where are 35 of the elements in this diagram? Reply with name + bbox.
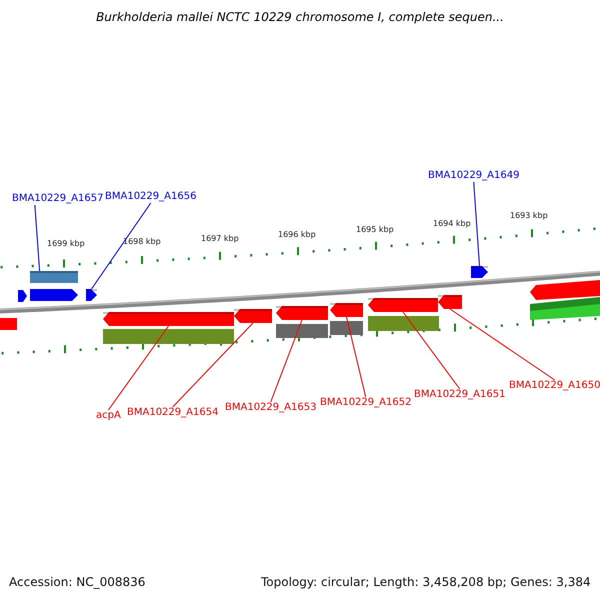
ruler-label: 1695 kbp <box>356 225 394 235</box>
gene-label: BMA10229_A1651 <box>414 389 506 401</box>
gene-feature <box>86 289 97 301</box>
footer-text: Topology: circular; Length: 3,458,208 bp; Genes: 3,384 <box>261 575 591 589</box>
leader-line <box>91 202 152 290</box>
ruler-label: 1694 kbp <box>433 219 471 229</box>
gene-label: BMA10229_A1653 <box>225 402 316 414</box>
leader-line <box>450 308 556 380</box>
gene-label: BMA10229_A1652 <box>320 397 412 409</box>
gene-feature <box>438 295 462 309</box>
footer-text: Accession: NC_008836 <box>9 575 146 589</box>
gene-feature <box>471 266 488 278</box>
gene-label: BMA10229_A1656 <box>105 191 196 203</box>
gene-label: BMA10229_A1654 <box>127 407 218 419</box>
leader-line <box>108 326 169 410</box>
ruler-label: 1693 kbp <box>510 211 548 221</box>
gene-feature <box>30 271 78 283</box>
leader-line <box>346 316 366 398</box>
leader-line <box>34 204 40 272</box>
gene-feature <box>276 306 328 320</box>
gene-label: acpA <box>96 410 121 422</box>
gene-label: BMA10229_A1657 <box>12 193 104 205</box>
gene-label: BMA10229_A1649 <box>428 170 520 182</box>
leader-line <box>270 320 302 402</box>
leader-line <box>402 312 460 390</box>
ruler-label: 1698 kbp <box>123 237 161 247</box>
ruler-label: 1696 kbp <box>278 230 316 240</box>
ruler-label: 1697 kbp <box>201 234 239 244</box>
gene-label: BMA10229_A1650 <box>509 380 600 392</box>
gene-feature <box>330 303 363 317</box>
leader-line <box>172 322 254 408</box>
title: Burkholderia mallei NCTC 10229 chromosome I, complete sequen... <box>95 10 505 24</box>
gene-feature <box>234 309 272 323</box>
ruler-label: 1699 kbp <box>47 239 85 249</box>
leader-line <box>473 182 480 266</box>
